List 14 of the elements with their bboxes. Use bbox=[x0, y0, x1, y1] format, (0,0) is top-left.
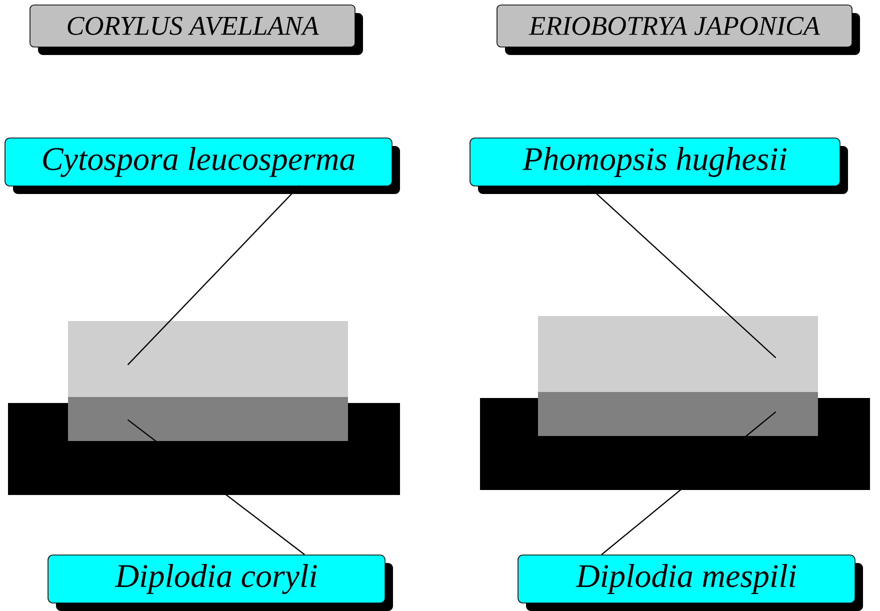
species-label: Phomopsis hughesii bbox=[470, 138, 848, 194]
species-label: Diplodia mespili bbox=[518, 554, 863, 611]
title-box: ERIOBOTRYA JAPONICA bbox=[496, 4, 860, 55]
leader-line bbox=[601, 411, 776, 556]
species-label: Cytospora leucosperma bbox=[4, 138, 400, 194]
fungus-layer bbox=[68, 397, 348, 441]
spore-layer bbox=[68, 321, 348, 397]
spore-layer bbox=[538, 316, 818, 392]
leader-line bbox=[127, 419, 305, 556]
species-label: Diplodia coryli bbox=[48, 554, 393, 611]
leader-line bbox=[587, 185, 776, 358]
fungus-layer bbox=[538, 392, 818, 436]
leader-line bbox=[127, 185, 300, 366]
title-box: CORYLUS AVELLANA bbox=[30, 4, 363, 55]
